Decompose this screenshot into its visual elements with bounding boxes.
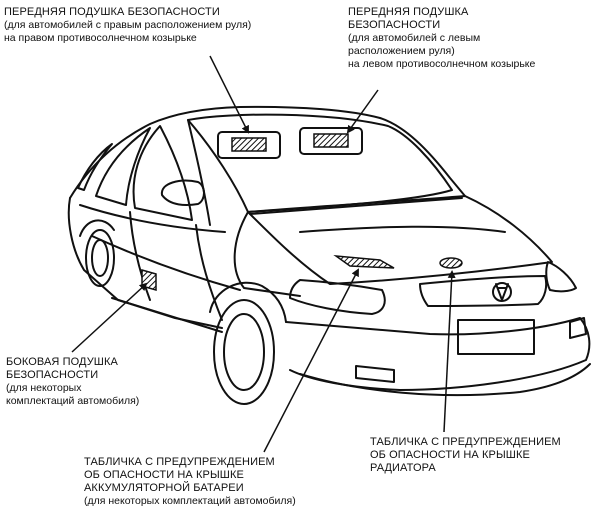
fog-light: [356, 366, 394, 382]
front-wheel-rim: [224, 314, 264, 390]
label-note: (для автомобилей с левым: [348, 32, 535, 45]
rear-wheel-arch: [80, 220, 114, 236]
label-note: на правом противосолнечном козырьке: [4, 32, 251, 45]
label-heading: ТАБЛИЧКА С ПРЕДУПРЕЖДЕНИЕМ: [370, 436, 561, 449]
windshield: [188, 115, 452, 212]
label-note: на левом противосолнечном козырьке: [348, 58, 535, 71]
label-heading: ОБ ОПАСНОСТИ НА КРЫШКЕ: [84, 469, 296, 482]
license-plate: [458, 320, 534, 354]
rocker-panel: [112, 298, 222, 332]
rear-wheel-tire: [86, 230, 114, 286]
grille: [420, 276, 546, 306]
leader-right-visor: [210, 56, 248, 132]
label-battery-warning: ТАБЛИЧКА С ПРЕДУПРЕЖДЕНИЕМ ОБ ОПАСНОСТИ …: [84, 456, 296, 508]
rear-wheel-rim: [92, 240, 108, 276]
hood-crease: [300, 227, 505, 232]
label-heading: ТАБЛИЧКА С ПРЕДУПРЕЖДЕНИЕМ: [84, 456, 296, 469]
radiator-warning-decal: [440, 258, 462, 268]
leader-battery-warning: [264, 270, 358, 452]
right-headlight: [546, 262, 576, 291]
bumper-lower: [300, 364, 590, 395]
label-note: (для некоторых комплектаций автомобиля): [84, 495, 296, 508]
right-visor-airbag-tag: [232, 138, 266, 151]
label-side-airbag: БОКОВАЯ ПОДУШКА БЕЗОПАСНОСТИ (для некото…: [6, 356, 139, 408]
belt-line: [80, 205, 225, 232]
label-heading: РАДИАТОРА: [370, 462, 561, 475]
front-bumper: [286, 318, 589, 390]
cowl-line: [250, 198, 462, 214]
hood-outline: [248, 196, 552, 284]
bumper-vent-right: [570, 318, 586, 338]
label-heading: ПЕРЕДНЯЯ ПОДУШКА БЕЗОПАСНОСТИ: [4, 6, 251, 19]
grille-emblem: [496, 284, 508, 300]
side-mirror: [162, 181, 204, 205]
left-visor-airbag-tag: [314, 134, 348, 147]
label-note: (для автомобилей с правым расположением …: [4, 19, 251, 32]
leader-radiator-warning: [444, 272, 452, 432]
door-seam-front: [196, 225, 222, 320]
label-airbag-right-visor: ПЕРЕДНЯЯ ПОДУШКА БЕЗОПАСНОСТИ (для автом…: [4, 6, 251, 45]
leader-side-airbag: [72, 284, 146, 352]
label-heading: БЕЗОПАСНОСТИ: [348, 19, 535, 32]
label-heading: АККУМУЛЯТОРНОЙ БАТАРЕИ: [84, 482, 296, 495]
battery-warning-decal: [336, 256, 394, 268]
label-heading: ОБ ОПАСНОСТИ НА КРЫШКЕ: [370, 449, 561, 462]
leader-left-visor: [348, 90, 378, 132]
label-radiator-warning: ТАБЛИЧКА С ПРЕДУПРЕЖДЕНИЕМ ОБ ОПАСНОСТИ …: [370, 436, 561, 475]
label-note: расположением руля): [348, 45, 535, 58]
side-airbag-tag: [142, 270, 156, 290]
rear-quarter-window: [78, 144, 112, 190]
label-note: (для некоторых: [6, 382, 139, 395]
label-heading: ПЕРЕДНЯЯ ПОДУШКА: [348, 6, 535, 19]
label-airbag-left-visor: ПЕРЕДНЯЯ ПОДУШКА БЕЗОПАСНОСТИ (для автом…: [348, 6, 535, 71]
label-heading: БЕЗОПАСНОСТИ: [6, 369, 139, 382]
label-note: комплектаций автомобиля): [6, 395, 139, 408]
label-heading: БОКОВАЯ ПОДУШКА: [6, 356, 139, 369]
